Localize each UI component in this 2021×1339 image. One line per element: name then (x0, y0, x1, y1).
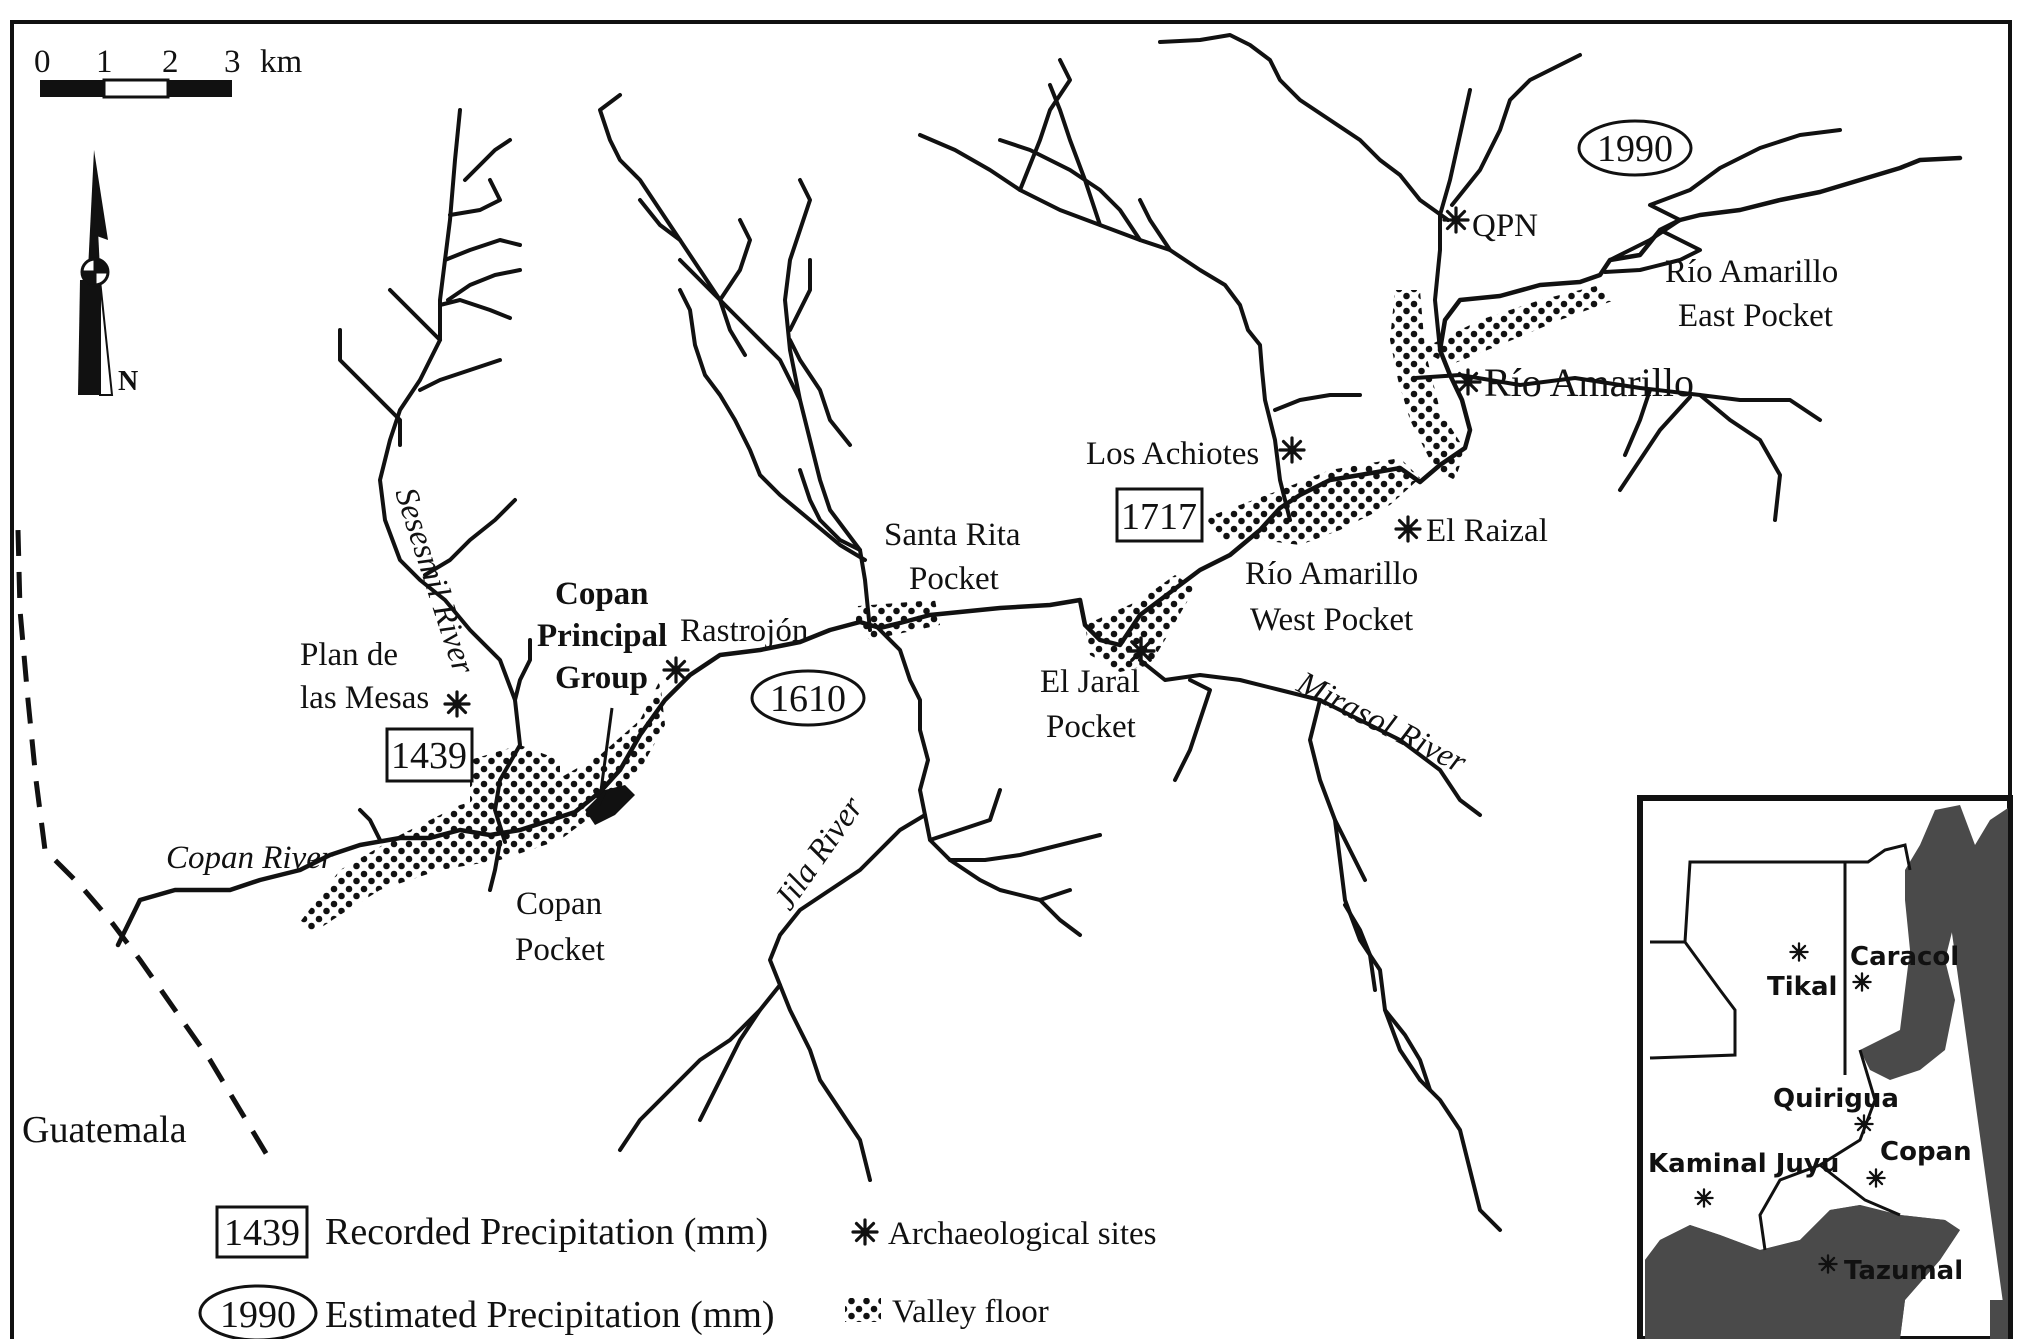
estimated-ellipse-1610 (750, 669, 866, 727)
label-plan-de-line1: Plan de (300, 637, 398, 673)
valley-floor-areas (300, 285, 1615, 935)
legend-estimated-sample: 1990 (220, 1294, 296, 1336)
scale-tick-2: 2 (162, 44, 179, 80)
inset-label-tazumal: Tazumal (1844, 1256, 1963, 1286)
site-rastrojon-marker (662, 656, 690, 684)
legend-recorded-label: Recorded Precipitation (mm) (325, 1211, 768, 1253)
legend-recorded-sample: 1439 (224, 1212, 300, 1254)
label-rio-amarillo-east-line1: Río Amarillo (1665, 254, 1838, 290)
north-arrow-icon: N (78, 150, 138, 397)
inset-quirigua-marker (1854, 1114, 1874, 1134)
label-rio-amarillo-east-line2: East Pocket (1678, 298, 1833, 334)
site-el-jaral-marker (1126, 636, 1156, 666)
site-qpn-marker (1442, 206, 1470, 234)
inset-tikal-marker (1789, 942, 1809, 962)
label-copan-group-line3: Group (555, 660, 648, 696)
label-rastrojon: Rastrojón (680, 613, 808, 649)
label-copan-pocket-line2: Pocket (515, 932, 605, 968)
recorded-1439: 1439 (391, 735, 467, 777)
label-copan-river: Copan River (166, 840, 334, 876)
scale-bar: 0 1 2 3 km (34, 44, 303, 99)
scale-tick-3: 3 (224, 44, 241, 80)
recorded-box-1439 (385, 727, 474, 783)
north-label: N (118, 366, 138, 397)
scale-unit: km (260, 44, 303, 80)
legend-valley-swatch (845, 1298, 881, 1322)
copan-group-pointer (598, 707, 614, 799)
copan-principal-group-marker (585, 785, 635, 825)
legend-sites-label: Archaeological sites (888, 1216, 1156, 1252)
legend-valley-label: Valley floor (892, 1294, 1049, 1330)
site-los-achiotes-marker (1278, 436, 1306, 464)
inset-caracol-marker (1852, 972, 1872, 992)
inset-map: Tikal Caracol Quirigua Copan Kaminal Juy… (1637, 795, 2013, 1339)
label-el-jaral-line2: Pocket (1046, 709, 1136, 745)
label-el-raizal: El Raizal (1426, 513, 1548, 549)
label-rio-amarillo: Río Amarillo (1484, 360, 1694, 405)
recorded-1717: 1717 (1121, 496, 1197, 538)
legend-estimated-label: Estimated Precipitation (mm) (325, 1294, 775, 1336)
map-frame (10, 20, 2012, 1339)
inset-label-kaminal-juyu: Kaminal Juyu (1648, 1149, 1839, 1179)
inset-label-quirigua: Quirigua (1773, 1084, 1899, 1114)
river-network (115, 33, 1963, 1232)
site-rio-amarillo-marker (1454, 368, 1482, 396)
label-copan-pocket-line1: Copan (516, 886, 602, 922)
legend: 1439 Recorded Precipitation (mm) 1990 Es… (198, 1205, 1156, 1339)
legend-site-icon (851, 1218, 879, 1246)
guatemala-border (15, 529, 273, 1162)
label-plan-de-line2: las Mesas (300, 680, 429, 716)
site-el-raizal-marker (1394, 515, 1422, 543)
label-los-achiotes: Los Achiotes (1086, 436, 1259, 472)
scale-tick-1: 1 (96, 44, 113, 80)
label-qpn: QPN (1472, 208, 1538, 244)
recorded-box-1717 (1115, 487, 1204, 543)
inset-label-copan: Copan (1880, 1137, 1972, 1167)
label-rio-amarillo-west-line1: Río Amarillo (1245, 556, 1418, 592)
label-copan-group-line2: Principal (537, 618, 667, 654)
label-el-jaral-line1: El Jaral (1040, 664, 1140, 700)
inset-tazumal-marker (1818, 1254, 1838, 1274)
scale-tick-0: 0 (34, 44, 51, 80)
site-plan-de-las-mesas-marker (443, 690, 471, 718)
inset-label-tikal: Tikal (1767, 972, 1837, 1002)
inset-kaminal-juyu-marker (1694, 1188, 1714, 1208)
estimated-1610: 1610 (770, 678, 846, 720)
estimated-ellipse-1990 (1577, 119, 1693, 177)
estimated-1990: 1990 (1597, 128, 1673, 170)
label-sesesmil-river: Sesesmil River (387, 483, 481, 678)
label-santa-rita-line2: Pocket (909, 561, 999, 597)
inset-copan-marker (1866, 1168, 1886, 1188)
label-santa-rita-line1: Santa Rita (884, 517, 1021, 553)
label-rio-amarillo-west-line2: West Pocket (1250, 602, 1413, 638)
label-guatemala: Guatemala (22, 1109, 187, 1151)
inset-label-caracol: Caracol (1850, 942, 1959, 972)
label-copan-group-line1: Copan (555, 576, 649, 612)
